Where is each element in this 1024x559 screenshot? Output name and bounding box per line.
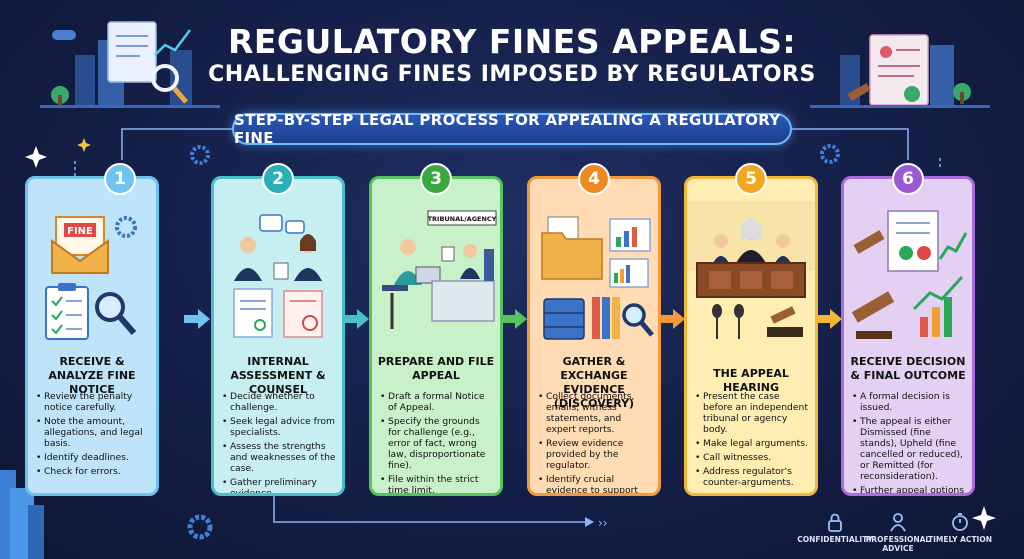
step-title: PREPARE AND FILE APPEAL <box>377 355 495 382</box>
bullet: Further appeal options may exist to cour… <box>852 485 966 493</box>
arrow-right-icon <box>501 309 527 329</box>
step-bullets: A formal decision is issued. The appeal … <box>852 391 966 493</box>
bullet: Seek legal advice from specialists. <box>222 416 336 438</box>
step-title: RECEIVE DECISION & FINAL OUTCOME <box>850 355 966 382</box>
arrow-right-icon <box>816 309 842 329</box>
step-number-badge-1: 1 <box>104 163 136 195</box>
decision-illustration <box>851 210 968 339</box>
tribunal-sign: TRIBUNAL/AGENCY <box>428 215 497 223</box>
step-card-6: RECEIVE DECISION & FINAL OUTCOME A forma… <box>841 176 975 496</box>
counsel-meeting-illustration <box>233 214 323 338</box>
step-card-3: TRIBUNAL/AGENCY PREPARE AND FILE APPEAL … <box>369 176 503 496</box>
step-bullets: Decide whether to challenge. Seek legal … <box>222 391 336 493</box>
main-title: REGULATORY FINES APPEALS: <box>227 22 797 61</box>
step-number-badge-3: 3 <box>420 163 452 195</box>
process-banner: STEP-BY-STEP LEGAL PROCESS FOR APPEALING… <box>232 111 792 147</box>
hearing-illustration <box>687 201 815 339</box>
svg-text:››: ›› <box>598 516 608 530</box>
footer-label: TIMELY ACTION <box>927 535 992 544</box>
footer-timely-action: TIMELY ACTION <box>920 512 1000 544</box>
bullet: Identify deadlines. <box>36 452 150 463</box>
fine-notice-illustration: FINE <box>45 216 137 340</box>
lock-icon <box>828 513 842 532</box>
step-number-badge-4: 4 <box>578 163 610 195</box>
bullet: Review the penalty notice carefully. <box>36 391 150 413</box>
bullet: Gather preliminary evidence. <box>222 477 336 493</box>
arrow-right-icon <box>659 309 685 329</box>
bullet: The appeal is either Dismissed (fine sta… <box>852 416 966 482</box>
bullet: Assess the strengths and weaknesses of t… <box>222 441 336 474</box>
footer-label: CONFIDENTIALITY <box>797 535 873 544</box>
advisor-icon <box>890 513 906 532</box>
bullet: Decide whether to challenge. <box>222 391 336 413</box>
bullet: Address regulator's counter-arguments. <box>695 466 809 488</box>
step-bullets: Draft a formal Notice of Appeal. Specify… <box>380 391 494 493</box>
step-number-badge-6: 6 <box>892 163 924 195</box>
bullet: Present the case before an independent t… <box>695 391 809 435</box>
step-bullets: Collect documents, emails, witness state… <box>538 391 652 493</box>
bullet: Make legal arguments. <box>695 438 809 449</box>
subtitle: CHALLENGING FINES IMPOSED BY REGULATORS <box>208 62 816 87</box>
bullet: Review evidence provided by the regulato… <box>538 438 652 471</box>
step-bullets: Present the case before an independent t… <box>695 391 809 491</box>
step-bullets: Review the penalty notice carefully. Not… <box>36 391 150 480</box>
bullet: File within the strict time limit. <box>380 474 494 493</box>
bullet: Call witnesses. <box>695 452 809 463</box>
evidence-illustration <box>541 216 654 340</box>
filing-appeal-illustration: TRIBUNAL/AGENCY <box>382 210 497 329</box>
footer-professional-advice: PROFESSIONAL ADVICE <box>858 512 938 553</box>
footer-confidentiality: CONFIDENTIALITY <box>795 512 875 544</box>
step-card-4: GATHER & EXCHANGE EVIDENCE (DISCOVERY) C… <box>527 176 661 496</box>
bullet: Specify the grounds for challenge (e.g.,… <box>380 416 494 471</box>
arrow-right-icon <box>184 309 210 329</box>
arrow-right-icon <box>343 309 369 329</box>
step-card-1: FINE 1 RECEIVE & ANALYZE FINE NOTICE Rev… <box>25 176 159 496</box>
step-number-badge-5: 5 <box>735 163 767 195</box>
bullet: A formal decision is issued. <box>852 391 966 413</box>
bullet: Draft a formal Notice of Appeal. <box>380 391 494 413</box>
stopwatch-icon <box>952 513 968 531</box>
bullet: Collect documents, emails, witness state… <box>538 391 652 435</box>
bullet: Check for errors. <box>36 466 150 477</box>
step-card-5: THE APPEAL HEARING Present the case befo… <box>684 176 818 496</box>
bullet: Note the amount, allegations, and legal … <box>36 416 150 449</box>
footer-label: PROFESSIONAL ADVICE <box>865 535 931 553</box>
bullet: Identify crucial evidence to support arg… <box>538 474 652 493</box>
step-card-2: INTERNAL ASSESSMENT & COUNSEL Decide whe… <box>211 176 345 496</box>
step-number-badge-2: 2 <box>262 163 294 195</box>
fine-label: FINE <box>67 226 93 237</box>
